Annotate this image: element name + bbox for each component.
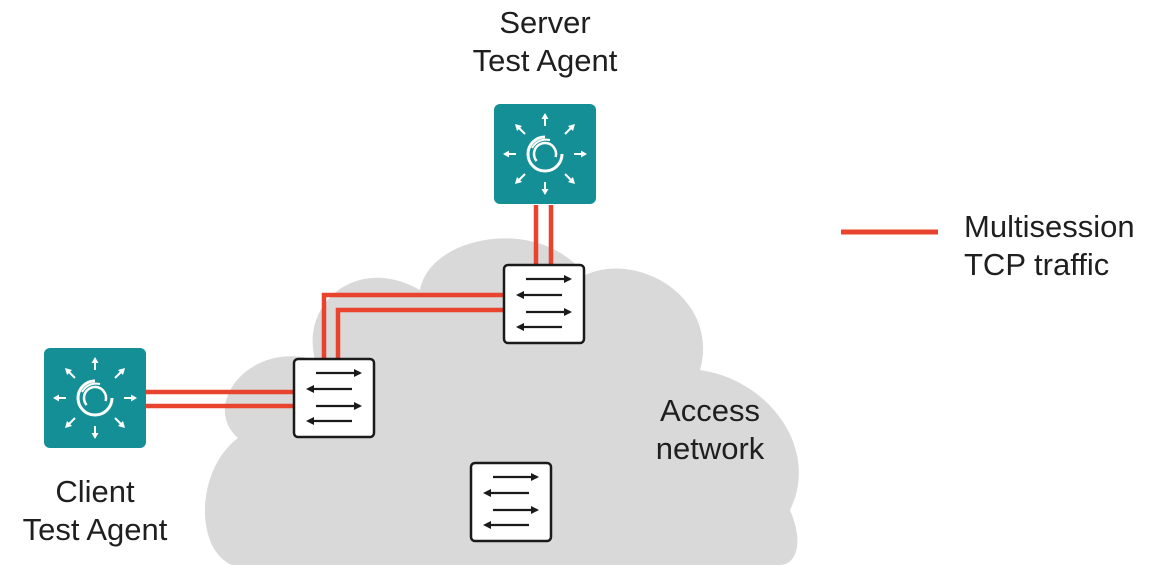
server-test-agent-icon [492,102,598,206]
client-test-agent-icon [42,346,148,450]
access-label-line1: Access [660,393,760,428]
access-network-label: Access network [625,392,795,468]
client-label-line1: Client [55,474,135,509]
legend-label-line2: TCP traffic [964,247,1110,282]
network-switch-icon [292,357,376,439]
legend-label: Multisession TCP traffic [964,208,1159,284]
network-switch-icon [502,263,586,345]
server-agent-label: Server Test Agent [440,4,650,80]
access-label-line2: network [655,431,765,466]
legend-label-line1: Multisession [964,209,1135,244]
access-network-cloud [205,238,799,565]
client-agent-label: Client Test Agent [0,473,190,549]
tcp-traffic-lines [146,205,554,409]
client-label-line2: Test Agent [22,512,168,547]
network-switch-icon [469,461,553,543]
server-label-line1: Server [499,5,591,40]
server-label-line2: Test Agent [472,43,618,78]
